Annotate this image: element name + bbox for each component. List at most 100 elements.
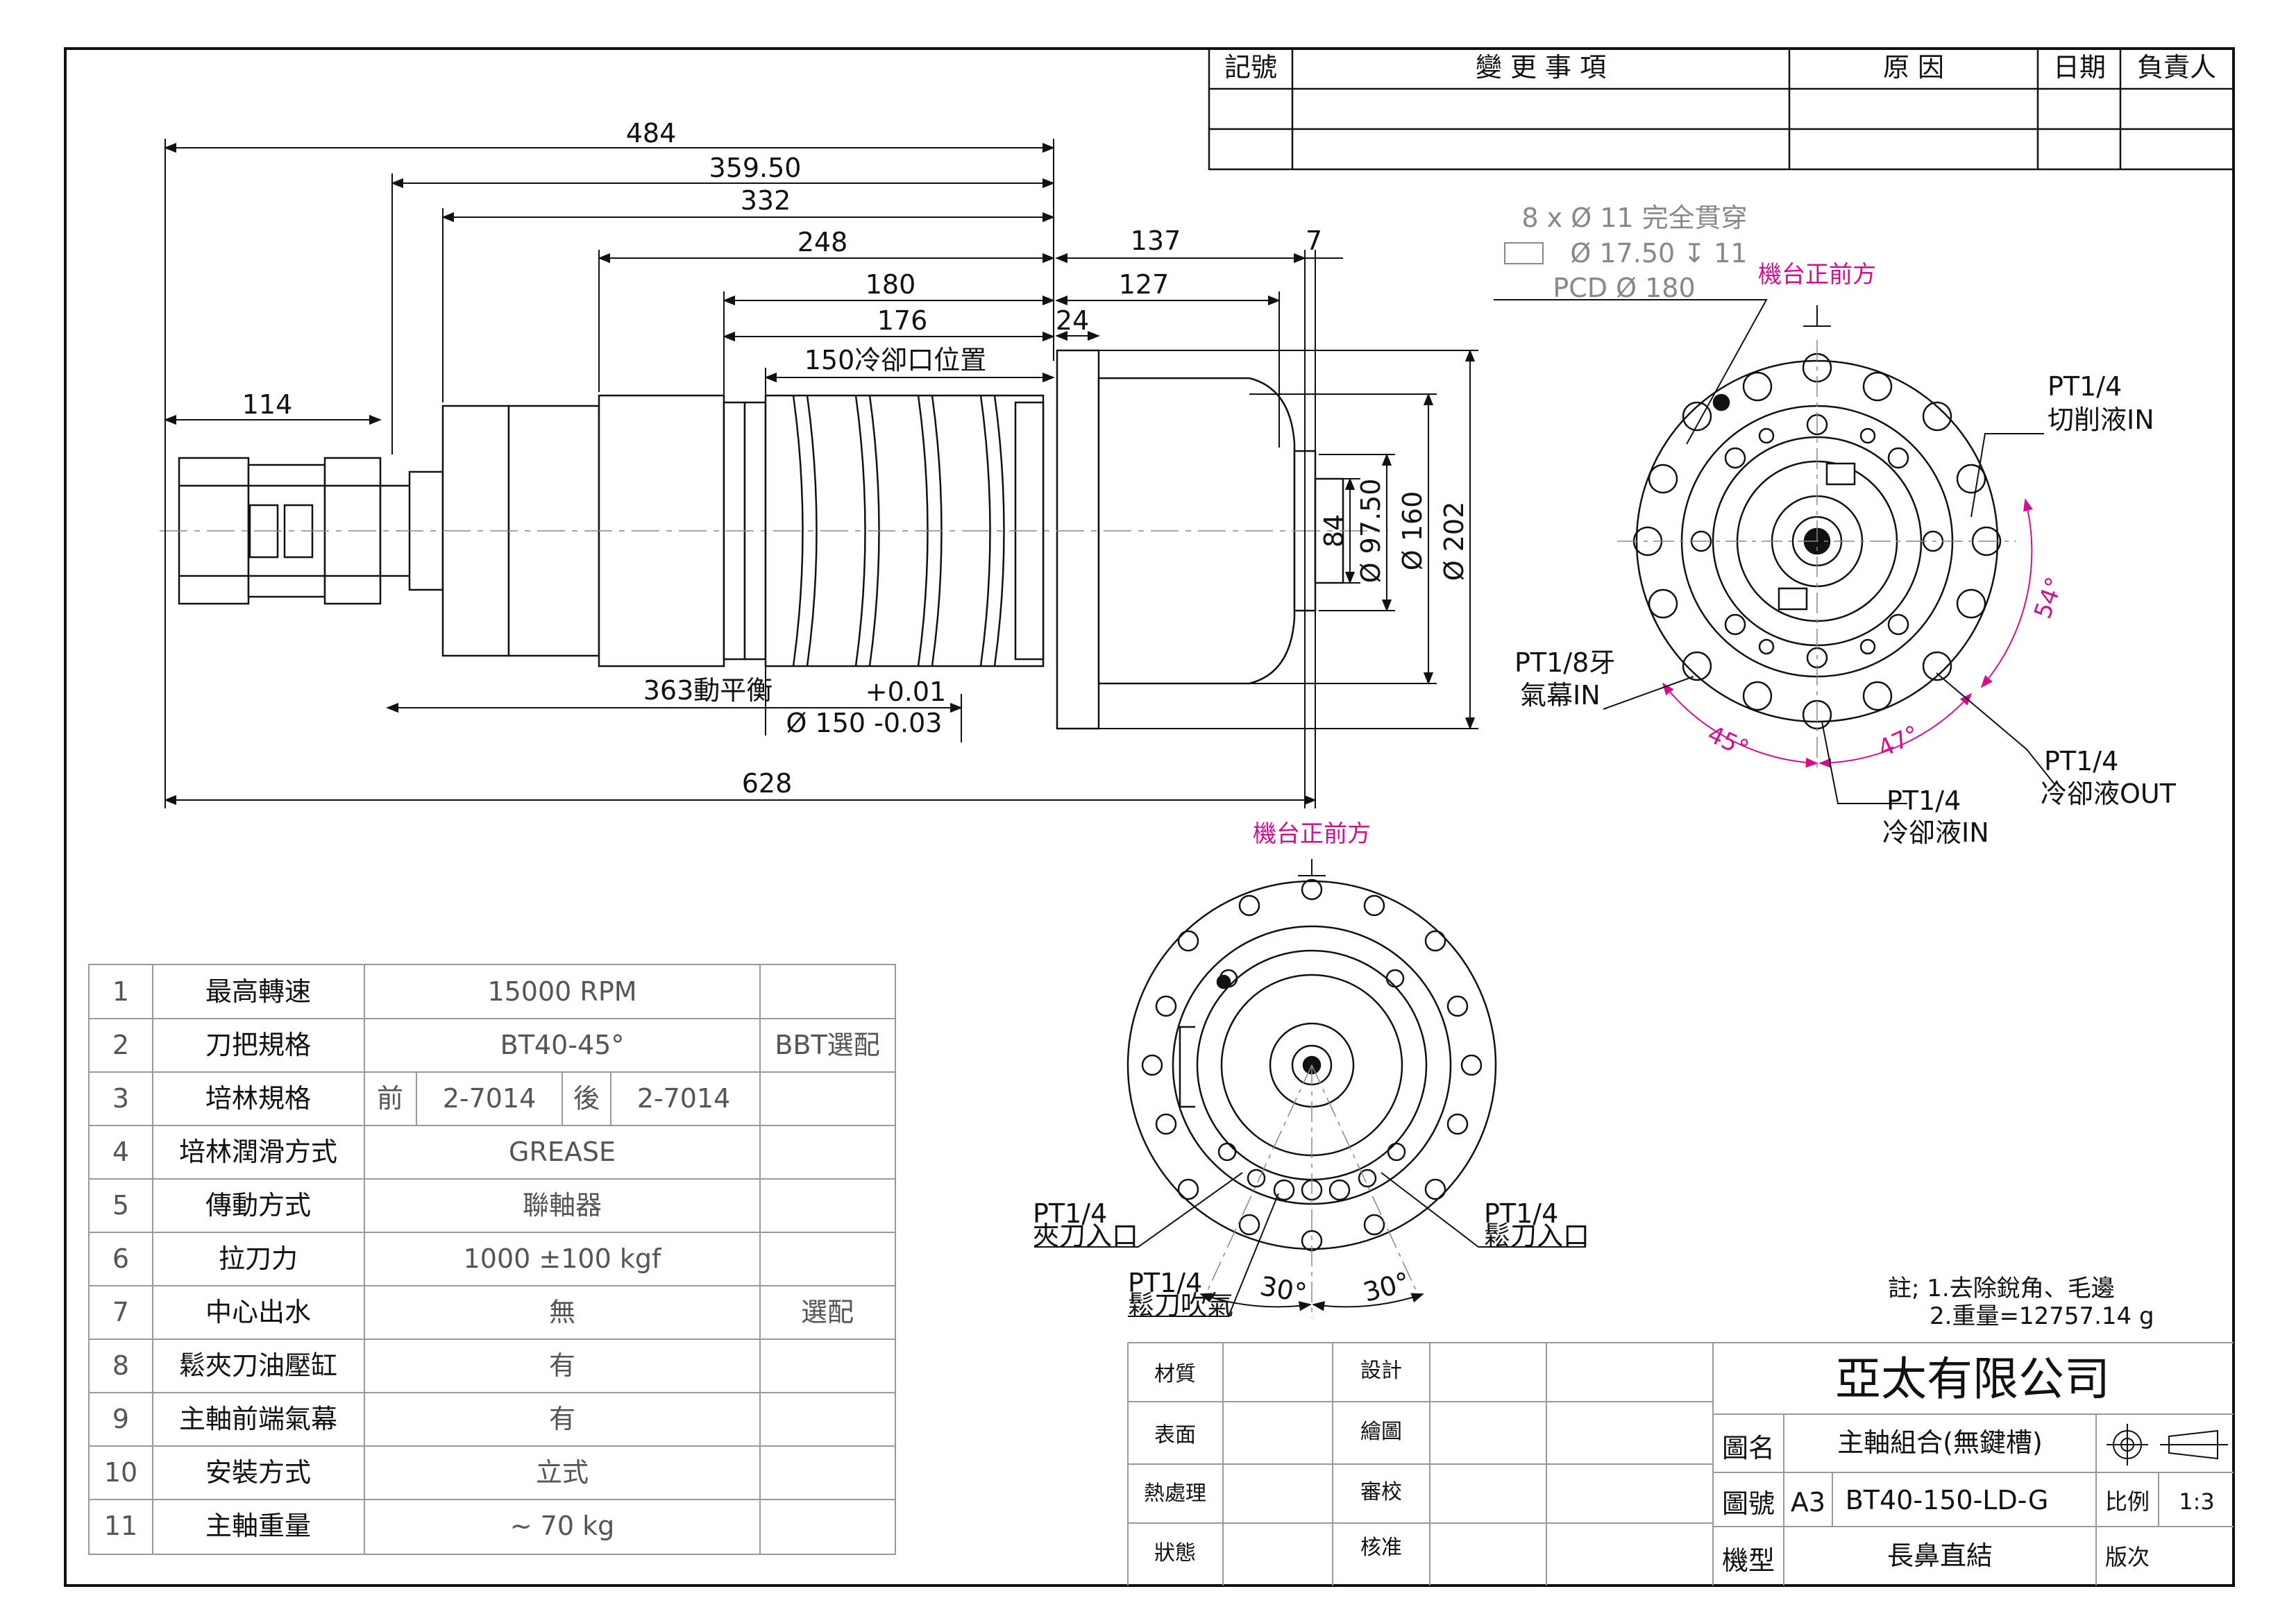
tb-model: 長鼻直結: [1887, 1540, 1993, 1571]
tb-drawing-no: BT40-150-LD-G: [1846, 1485, 2049, 1515]
tb-state: 狀態: [1154, 1541, 1196, 1565]
tb-drawing-no-label: 圖號: [1722, 1488, 1775, 1519]
spec-row-number: 2: [112, 1030, 129, 1060]
revision-table: [1208, 47, 2235, 171]
rev-header-change: 變 更 事 項: [1476, 52, 1606, 83]
hole-spec-line1: 8 x Ø 11 完全貫穿: [1521, 203, 1747, 233]
rev-header-date: 日期: [2053, 52, 2106, 83]
rev-header-mark: 記號: [1224, 52, 1277, 83]
spec-row-number: 8: [112, 1350, 129, 1381]
cutting-fluid-port-b: 切削液IN: [2048, 405, 2154, 435]
spec-row-value: GREASE: [509, 1137, 616, 1167]
spec-row-note: 選配: [801, 1297, 854, 1327]
tb-approve: 核准: [1360, 1536, 1402, 1560]
release-port-b: 鬆刀入口: [1484, 1221, 1589, 1251]
spec-row-number: 9: [112, 1404, 129, 1434]
rear-centerlines: [1204, 1064, 1420, 1318]
dim-160: Ø 160: [1397, 491, 1428, 571]
spec-row-value: 有: [549, 1350, 575, 1381]
tb-sheet-size: A3: [1791, 1487, 1825, 1518]
spec-row-item: 安裝方式: [205, 1457, 311, 1488]
blow-port-b: 鬆刀吹氣: [1128, 1290, 1233, 1320]
spec-row-item: 培林潤滑方式: [179, 1137, 337, 1167]
spec-row-value: 立式: [536, 1457, 589, 1488]
spec-row-value: 15000 RPM: [487, 976, 636, 1007]
air-curtain-port-a: PT1/8牙: [1514, 647, 1615, 678]
spec-row-item: 培林規格: [205, 1083, 311, 1114]
dim-332: 332: [741, 185, 791, 216]
projection-symbol-icon: [2107, 1424, 2228, 1465]
dim-180: 180: [866, 269, 916, 300]
spec-row-value: BT40-45°: [500, 1030, 625, 1060]
front-leaders: [1494, 299, 2055, 804]
spec-row-item: 主軸前端氣幕: [179, 1404, 337, 1434]
dim-248: 248: [797, 227, 848, 257]
spec-row-number: 6: [112, 1243, 129, 1274]
dim-127: 127: [1119, 269, 1170, 300]
front-centerlines: [1617, 340, 2016, 770]
note-line1: 註; 1.去除銳角、毛邊: [1888, 1275, 2115, 1302]
angle-45: 45°: [1703, 720, 1753, 763]
blow-port-a: PT1/4: [1128, 1268, 1202, 1298]
tb-drawing-name: 主軸組合(無鍵槽): [1837, 1427, 2043, 1458]
spec-row-value: 有: [549, 1404, 575, 1434]
spec-table-grid: [88, 964, 896, 1555]
hole-spec-line2: Ø 17.50 ↧ 11: [1570, 238, 1747, 269]
dim-84: 84: [1319, 514, 1349, 547]
spec-row-rear-label: 後: [573, 1083, 600, 1114]
tolerance-upper: +0.01: [866, 677, 946, 707]
hole-spec-line3: PCD Ø 180: [1553, 273, 1695, 303]
spindle-side-view: [178, 349, 1344, 730]
spec-row-number: 7: [112, 1297, 129, 1327]
tb-check: 審校: [1360, 1480, 1402, 1504]
rev-header-reason: 原 因: [1883, 52, 1944, 83]
spec-row-item: 鬆夾刀油壓缸: [179, 1350, 337, 1381]
spec-row-value: 1000 ±100 kgf: [464, 1243, 662, 1274]
angle-54: 54°: [2029, 574, 2069, 622]
spec-row-number: 10: [104, 1457, 137, 1488]
spec-row-note: BBT選配: [775, 1030, 879, 1060]
spec-row-value: 聯軸器: [523, 1190, 602, 1221]
spec-row-item: 刀把規格: [205, 1030, 311, 1060]
air-curtain-port-b: 氣幕IN: [1520, 680, 1601, 711]
spec-row-number: 11: [104, 1511, 137, 1541]
tb-material: 材質: [1154, 1362, 1196, 1386]
tb-model-label: 機型: [1722, 1545, 1775, 1576]
title-block-grid: [1127, 1342, 2234, 1586]
spec-row-item: 拉刀力: [219, 1243, 298, 1274]
coolant-out-port-b: 冷卻液OUT: [2041, 779, 2177, 809]
release-port-a: PT1/4: [1484, 1198, 1558, 1229]
tb-heat: 熱處理: [1144, 1481, 1206, 1506]
counterbore-symbol: [1504, 242, 1544, 264]
dim-24: 24: [1056, 305, 1089, 336]
tb-scale-label: 比例: [2105, 1488, 2150, 1515]
coolant-position-label: 150冷卻口位置: [804, 345, 987, 375]
rear-view-machine-front-label: 機台正前方: [1253, 820, 1371, 848]
spec-row-item: 主軸重量: [205, 1511, 311, 1541]
dim-114: 114: [242, 389, 293, 420]
tb-design: 設計: [1360, 1359, 1402, 1383]
balance-label: 363動平衡: [643, 675, 773, 706]
tb-draw: 繪圖: [1360, 1420, 1402, 1444]
dim-137: 137: [1131, 226, 1181, 256]
sheet-border: [64, 47, 2235, 1587]
spec-row-number: 1: [112, 976, 129, 1007]
dim-359: 359.50: [709, 153, 802, 183]
dim-628: 628: [742, 768, 793, 799]
tb-version-label: 版次: [2105, 1544, 2150, 1570]
tolerance-lower: Ø 150 -0.03: [786, 708, 943, 738]
cutting-fluid-port-a: PT1/4: [2048, 371, 2122, 402]
dim-97: Ø 97.50: [1356, 479, 1386, 584]
rear-leaders: [1034, 859, 1586, 1317]
tb-surface: 表面: [1154, 1423, 1196, 1447]
side-dimension-lines: [164, 139, 1478, 808]
coolant-in-port-b: 冷卻液IN: [1882, 817, 1989, 848]
rear-angle-b: 30°: [1360, 1266, 1412, 1308]
front-angle-arcs: [1662, 498, 2033, 768]
spec-row-rear-value: 2-7014: [637, 1083, 731, 1114]
clamp-port-a: PT1/4: [1033, 1198, 1107, 1229]
spec-row-number: 4: [112, 1137, 129, 1167]
spec-row-number: 3: [112, 1083, 129, 1114]
